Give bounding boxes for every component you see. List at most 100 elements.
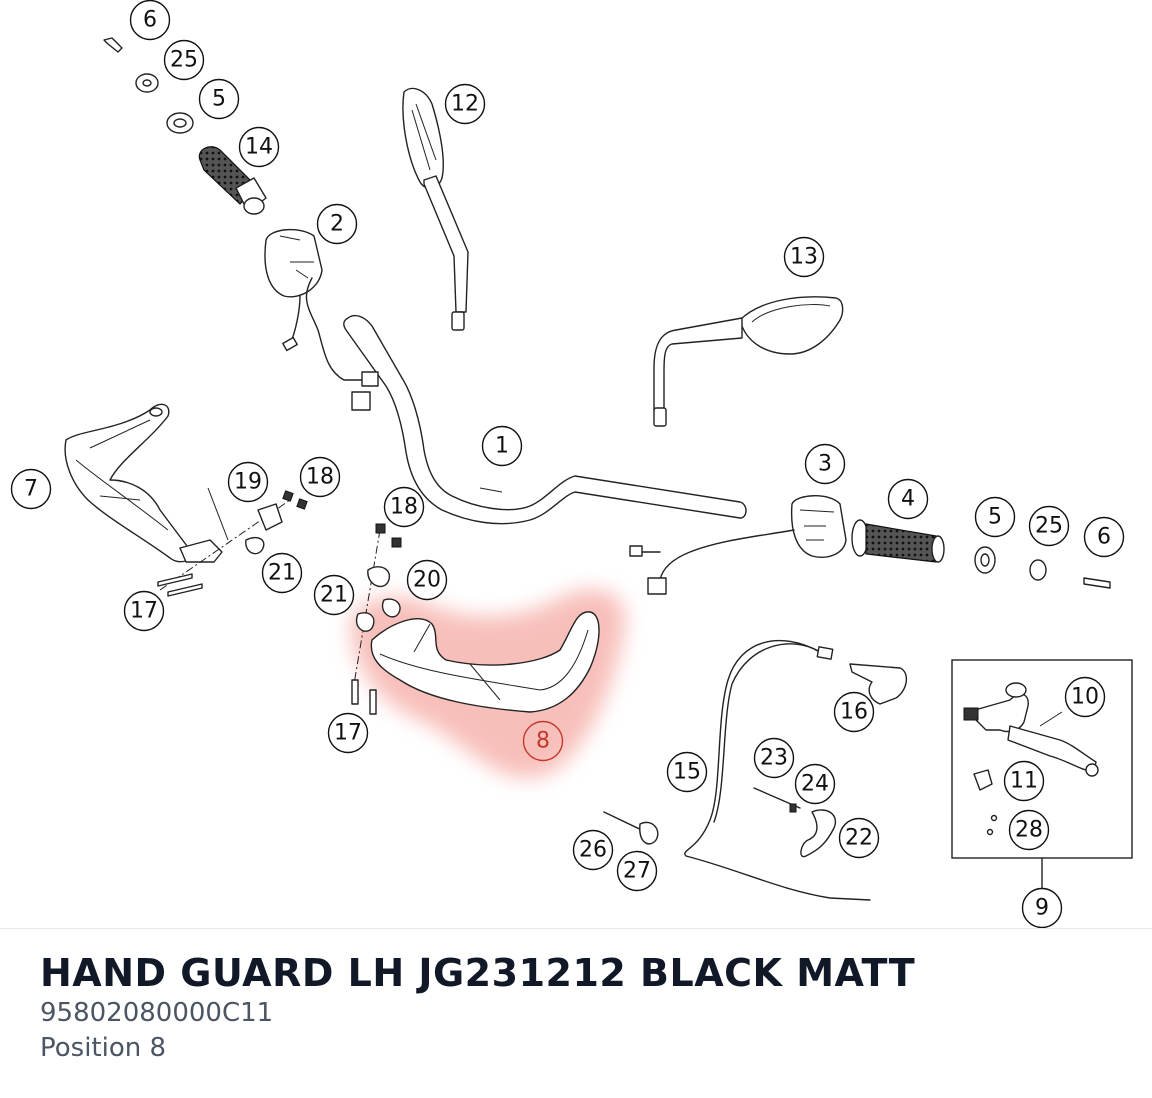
callout-21[interactable]: 21 <box>313 574 355 616</box>
callout-14[interactable]: 14 <box>238 126 280 168</box>
washer-right <box>1029 559 1047 581</box>
callout-28[interactable]: 28 <box>1008 809 1050 851</box>
callout-5[interactable]: 5 <box>974 496 1016 538</box>
callout-circle <box>198 78 240 120</box>
callout-label: 14 <box>245 135 273 160</box>
callout-label: 8 <box>536 729 550 754</box>
callout-5[interactable]: 5 <box>198 78 240 120</box>
callout-19[interactable]: 19 <box>227 461 269 503</box>
callout-circle <box>783 236 825 278</box>
callout-label: 11 <box>1010 769 1038 794</box>
callout-circle <box>406 559 448 601</box>
callout-label: 12 <box>451 92 479 117</box>
callout-circle <box>974 496 1016 538</box>
callout-15[interactable]: 15 <box>666 751 708 793</box>
part-title: HAND GUARD LH JG231212 BLACK MATT <box>40 951 916 995</box>
callout-circle <box>238 126 280 168</box>
callout-circle <box>10 468 52 510</box>
callout-18[interactable]: 18 <box>299 456 341 498</box>
left-switch <box>264 229 379 411</box>
clutch-cable <box>684 639 871 901</box>
callout-circle <box>616 850 658 892</box>
callout-label: 5 <box>988 505 1002 530</box>
callout-circle <box>227 461 269 503</box>
callout-circle <box>833 691 875 733</box>
callout-circle <box>261 552 303 594</box>
mirror-right <box>653 296 844 427</box>
callout-circle <box>1003 760 1045 802</box>
callout-circle <box>1064 676 1106 718</box>
callout-circle <box>1028 505 1070 547</box>
callout-21[interactable]: 21 <box>261 552 303 594</box>
callout-label: 6 <box>1097 525 1111 550</box>
callout-6[interactable]: 6 <box>1083 516 1125 558</box>
callout-26[interactable]: 26 <box>572 829 614 871</box>
part-caption: HAND GUARD LH JG231212 BLACK MATT 958020… <box>40 950 915 1066</box>
callout-label: 6 <box>143 8 157 33</box>
callout-23[interactable]: 23 <box>753 737 795 779</box>
callout-8[interactable]: 8 <box>522 720 564 762</box>
callout-circle <box>572 829 614 871</box>
part-number: 95802080000C11 <box>40 998 274 1028</box>
callout-circle <box>299 456 341 498</box>
callout-1[interactable]: 1 <box>481 425 523 467</box>
callout-6[interactable]: 6 <box>129 0 171 41</box>
left-grip <box>198 146 267 215</box>
callout-circle <box>316 203 358 245</box>
callout-18[interactable]: 18 <box>383 486 425 528</box>
callout-7[interactable]: 7 <box>10 468 52 510</box>
callout-circle <box>666 751 708 793</box>
callout-label: 20 <box>413 568 441 593</box>
callout-label: 23 <box>760 746 788 771</box>
callout-label: 25 <box>170 48 198 73</box>
divider <box>0 928 1152 929</box>
hand-guard-left <box>370 598 600 713</box>
screw-left <box>103 37 123 53</box>
right-grip <box>851 519 945 563</box>
hand-guard-right <box>64 403 192 563</box>
callout-label: 1 <box>495 434 509 459</box>
callout-label: 2 <box>330 212 344 237</box>
callout-label: 9 <box>1035 896 1049 921</box>
callout-24[interactable]: 24 <box>794 763 836 805</box>
callout-circle <box>313 574 355 616</box>
callout-13[interactable]: 13 <box>783 236 825 278</box>
callout-circle <box>163 39 205 81</box>
callout-label: 13 <box>790 245 818 270</box>
cable-adjuster <box>849 663 907 705</box>
callout-label: 28 <box>1015 818 1043 843</box>
callout-25[interactable]: 25 <box>1028 505 1070 547</box>
callout-3[interactable]: 3 <box>804 443 846 485</box>
callout-circle <box>794 763 836 805</box>
callout-circle <box>838 817 880 859</box>
callout-label: 16 <box>840 700 868 725</box>
cable-bracket <box>800 809 837 858</box>
callout-circle <box>481 425 523 467</box>
cable-clip <box>639 821 659 845</box>
callout-27[interactable]: 27 <box>616 850 658 892</box>
right-switch <box>629 495 847 595</box>
callout-label: 22 <box>845 826 873 851</box>
callout-label: 3 <box>818 452 832 477</box>
callout-12[interactable]: 12 <box>444 83 486 125</box>
callout-11[interactable]: 11 <box>1003 760 1045 802</box>
callout-10[interactable]: 10 <box>1064 676 1106 718</box>
callout-17[interactable]: 17 <box>327 712 369 754</box>
callout-2[interactable]: 2 <box>316 203 358 245</box>
callout-17[interactable]: 17 <box>123 590 165 632</box>
callout-4[interactable]: 4 <box>887 478 929 520</box>
callout-circle <box>804 443 846 485</box>
callout-circle <box>887 478 929 520</box>
callout-label: 10 <box>1071 685 1099 710</box>
screw-right <box>1083 577 1111 589</box>
callout-label: 21 <box>268 561 296 586</box>
callout-22[interactable]: 22 <box>838 817 880 859</box>
callout-25[interactable]: 25 <box>163 39 205 81</box>
callout-circle <box>129 0 171 41</box>
callout-label: 19 <box>234 470 262 495</box>
callout-20[interactable]: 20 <box>406 559 448 601</box>
callout-9[interactable]: 9 <box>1021 887 1063 929</box>
callout-16[interactable]: 16 <box>833 691 875 733</box>
callout-label: 15 <box>673 760 701 785</box>
